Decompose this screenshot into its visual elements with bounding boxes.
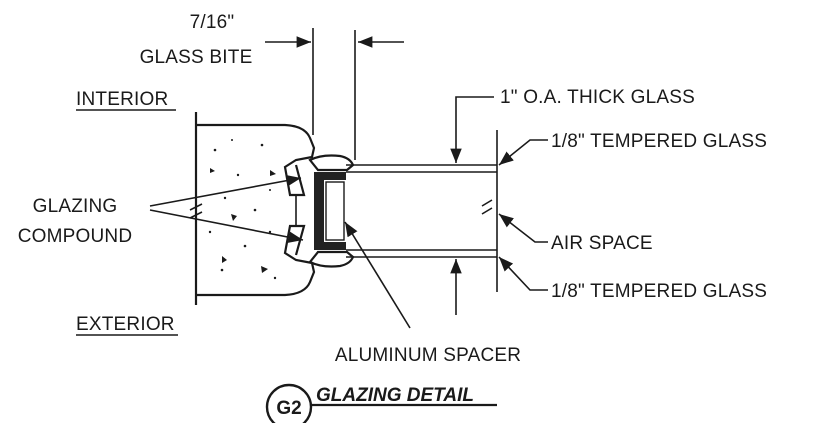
glass-panes bbox=[346, 130, 498, 292]
break-marks-left bbox=[189, 203, 203, 219]
detail-id: G2 bbox=[276, 398, 301, 419]
exterior-label: EXTERIOR bbox=[76, 314, 175, 335]
tempered-glass-bottom-label: 1/8" TEMPERED GLASS bbox=[551, 281, 767, 302]
frame-section bbox=[194, 112, 316, 305]
glazing-label: GLAZING bbox=[33, 196, 118, 217]
compound-label: COMPOUND bbox=[18, 226, 133, 247]
tempered-glass-top-label: 1/8" TEMPERED GLASS bbox=[551, 131, 767, 152]
air-space-label: AIR SPACE bbox=[551, 233, 653, 254]
interior-label: INTERIOR bbox=[76, 89, 168, 110]
right-leaders bbox=[498, 139, 548, 291]
glass-bite-dim-label: 7/16" bbox=[190, 12, 235, 33]
glass-bite-label: GLASS BITE bbox=[140, 47, 253, 68]
glazing-compound-leaders bbox=[149, 174, 304, 243]
detail-tag: G2 GLAZING DETAIL bbox=[265, 383, 497, 423]
aluminum-spacer-leader bbox=[344, 221, 411, 329]
aluminum-spacer bbox=[314, 172, 346, 250]
aluminum-spacer-label: ALUMINUM SPACER bbox=[335, 345, 521, 366]
oa-thick-label: 1" O.A. THICK GLASS bbox=[500, 87, 695, 108]
concrete-texture bbox=[208, 139, 277, 280]
detail-title: GLAZING DETAIL bbox=[316, 385, 474, 406]
glass-bite-dimension bbox=[265, 28, 404, 160]
oa-thickness-dimension bbox=[450, 96, 494, 315]
detail-tag-circle bbox=[265, 383, 313, 423]
